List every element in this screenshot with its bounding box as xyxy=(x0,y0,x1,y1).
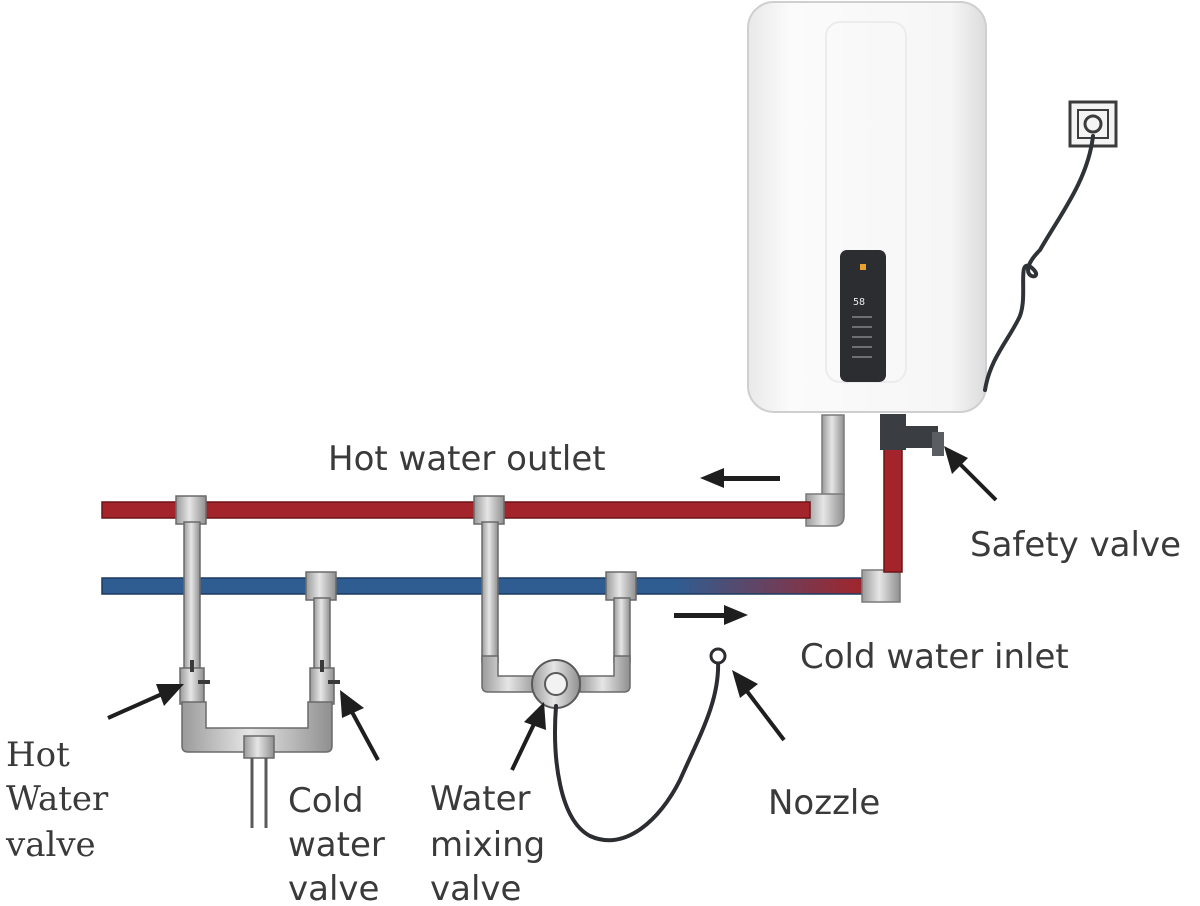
label-nozzle: Nozzle xyxy=(768,783,880,823)
label-water-mixing-valve: Water mixing valve xyxy=(430,779,545,906)
left-branch-pipes xyxy=(179,521,335,759)
svg-text:valve: valve xyxy=(288,869,379,906)
hot-water-pipe xyxy=(101,414,845,527)
svg-text:valve: valve xyxy=(430,869,521,906)
svg-text:mixing: mixing xyxy=(430,825,545,865)
svg-text:Hot: Hot xyxy=(6,735,70,775)
svg-text:Cold: Cold xyxy=(288,781,364,821)
label-safety-valve: Safety valve xyxy=(970,525,1181,565)
pointer-arrow-icon xyxy=(107,446,998,771)
left-branch-drop-pipe xyxy=(250,758,268,828)
svg-text:Water: Water xyxy=(430,779,531,819)
hot-water-valve-body xyxy=(179,667,205,705)
svg-text:Water: Water xyxy=(6,779,109,819)
water-mixing-valve-body xyxy=(531,659,581,709)
svg-text:valve: valve xyxy=(5,825,96,865)
nozzle-icon xyxy=(709,647,727,665)
safety-valve-body xyxy=(880,414,906,450)
label-cold-water-valve: Cold water valve xyxy=(288,781,385,906)
display-buttons xyxy=(852,316,872,358)
cold-water-valve-body xyxy=(309,667,335,705)
display-temperature: 58 xyxy=(853,297,865,308)
right-branch-pipes xyxy=(481,521,631,693)
wall-socket-icon xyxy=(1068,100,1118,148)
label-cold-water-inlet: Cold water inlet xyxy=(800,637,1069,677)
display-indicator-light xyxy=(860,264,866,270)
power-cord-icon xyxy=(983,134,1095,392)
flow-arrow-icon xyxy=(674,468,780,625)
label-hot-water-outlet: Hot water outlet xyxy=(328,439,606,479)
water-heater-tank xyxy=(747,1,987,413)
valve-handles xyxy=(190,660,340,684)
water-heater-icon: 58 xyxy=(747,1,987,413)
label-hot-water-valve: Hot Water valve xyxy=(5,735,109,865)
svg-text:water: water xyxy=(288,825,385,865)
shower-hose-icon xyxy=(553,658,721,843)
